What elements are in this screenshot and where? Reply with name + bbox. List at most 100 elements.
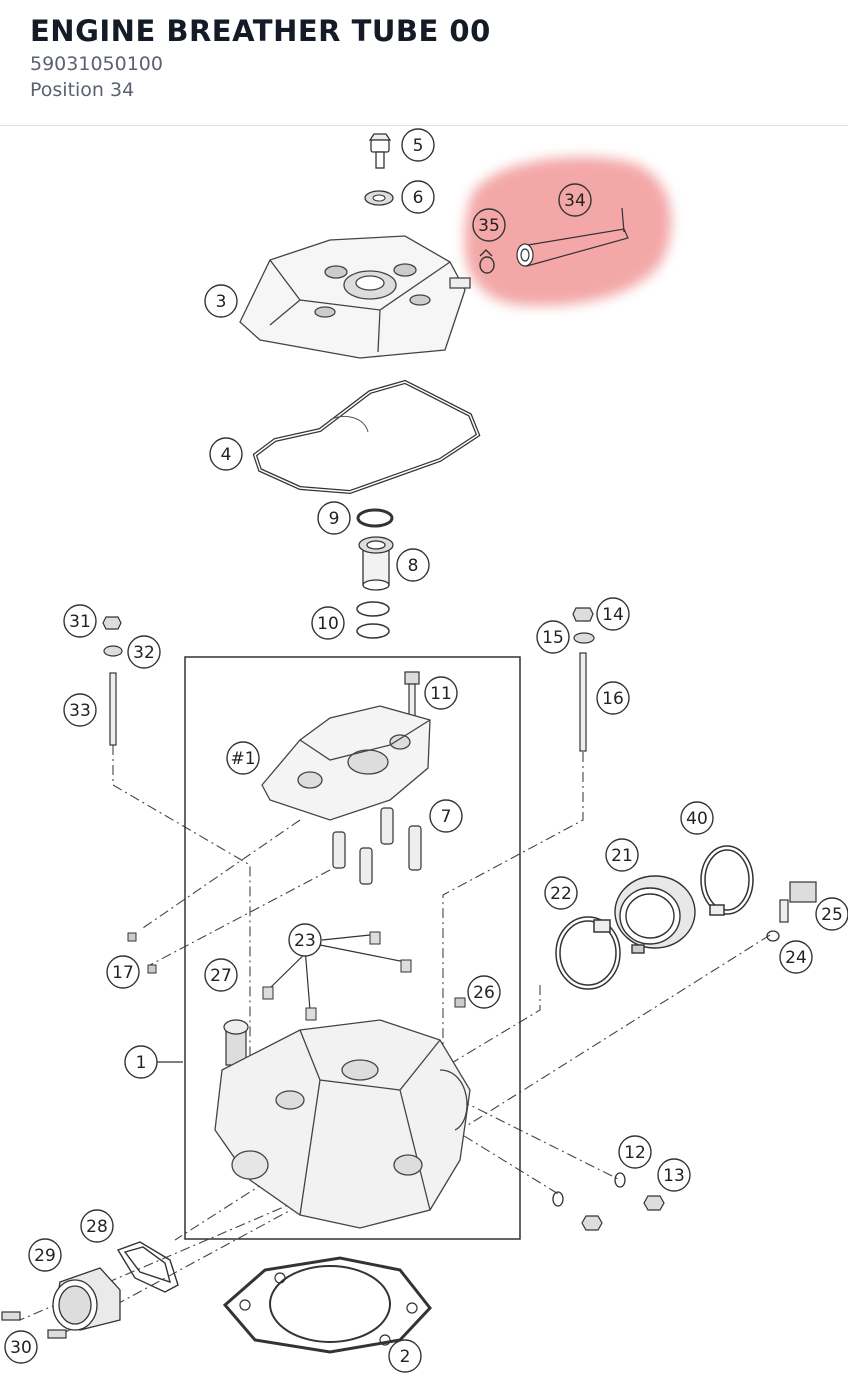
svg-text:32: 32: [133, 643, 155, 663]
callout-6: 6: [401, 180, 435, 214]
callout-5: 5: [401, 128, 435, 162]
svg-text:13: 13: [663, 1166, 685, 1186]
svg-text:3: 3: [216, 292, 227, 312]
svg-text:21: 21: [611, 846, 633, 866]
svg-text:17: 17: [112, 963, 134, 983]
breather-tube-34: [516, 207, 629, 267]
svg-text:35: 35: [478, 216, 500, 236]
svg-text:2: 2: [400, 1347, 411, 1367]
svg-text:40: 40: [686, 809, 708, 829]
callout-14: 14: [596, 597, 630, 631]
cylinder-head-group-frame: [184, 656, 521, 1240]
page-title: ENGINE BREATHER TUBE 00: [30, 14, 491, 48]
svg-text:5: 5: [413, 136, 424, 156]
intake-manifold-29: [52, 1267, 121, 1331]
callout-15: 15: [536, 620, 570, 654]
plug-lower: [581, 1215, 603, 1231]
position-label: Position 34: [30, 79, 135, 101]
callout-31: 31: [63, 604, 97, 638]
gasket-28: [116, 1241, 179, 1293]
callout-2: 2: [388, 1339, 422, 1373]
svg-text:11: 11: [430, 684, 452, 704]
camshaft-carrier: [261, 705, 431, 821]
svg-text:1: 1: [136, 1053, 147, 1073]
svg-text:8: 8: [408, 556, 419, 576]
plug-13: [643, 1195, 665, 1211]
callout-32: 32: [127, 635, 161, 669]
svg-text:28: 28: [86, 1217, 108, 1237]
seal-ring-12: [614, 1172, 626, 1188]
callout-3: 3: [204, 284, 238, 318]
svg-text:22: 22: [550, 884, 572, 904]
svg-text:31: 31: [69, 612, 91, 632]
highlight-region: [464, 156, 672, 306]
callout-22: 22: [544, 876, 578, 910]
callout-33: 33: [63, 693, 97, 727]
callout-10: 10: [311, 606, 345, 640]
callout-24: 24: [779, 940, 813, 974]
callout-25: 25: [815, 897, 848, 931]
svg-text:10: 10: [317, 614, 339, 634]
svg-text:30: 30: [10, 1338, 32, 1358]
seal-ring-9: [356, 508, 394, 528]
stud-16: [579, 652, 587, 752]
svg-text:29: 29: [34, 1246, 56, 1266]
part-number: 59031050100: [30, 53, 163, 75]
svg-text:12: 12: [624, 1143, 646, 1163]
intake-flange-21: [614, 875, 696, 954]
washer-15: [573, 632, 595, 644]
nut-31: [102, 616, 122, 630]
callout-17: 17: [106, 955, 140, 989]
svg-text:24: 24: [785, 948, 807, 968]
o-ring-10b: [356, 623, 390, 639]
callout-12: 12: [618, 1135, 652, 1169]
callout-28: 28: [80, 1209, 114, 1243]
callout-7: 7: [429, 799, 463, 833]
svg-text:16: 16: [602, 689, 624, 709]
screw-26: [454, 997, 466, 1008]
head-gasket-2: [222, 1256, 432, 1354]
callout-11: 11: [424, 676, 458, 710]
page-header: ENGINE BREATHER TUBE 00 59031050100 Posi…: [0, 0, 848, 126]
stud-33: [109, 672, 117, 746]
callout-9: 9: [317, 501, 351, 535]
sensor-27: [223, 1019, 249, 1066]
bolt-5: [368, 133, 392, 169]
callout-34: 34: [558, 183, 592, 217]
callout-21: 21: [605, 838, 639, 872]
svg-text:34: 34: [564, 191, 586, 211]
seal-ring-lower: [552, 1191, 564, 1207]
svg-text:23: 23: [294, 931, 316, 951]
callout-4: 4: [209, 437, 243, 471]
svg-text:15: 15: [542, 628, 564, 648]
sensor-25: [779, 881, 817, 923]
callout-40: 40: [680, 801, 714, 835]
screw-17b: [147, 964, 157, 974]
valve-cover-3: [239, 235, 471, 359]
hose-clip-35: [479, 249, 495, 274]
callout-hash-1: #1: [226, 741, 260, 775]
callout-16: 16: [596, 681, 630, 715]
nut-14: [572, 607, 594, 622]
diagram-svg: 56334354981031323314151611#1740212225241…: [1, 128, 848, 1373]
o-ring-24: [766, 930, 780, 942]
leader-lines: [19, 745, 771, 1336]
callout-35: 35: [472, 208, 506, 242]
bolts-30: [1, 1311, 67, 1339]
callout-8: 8: [396, 548, 430, 582]
callout-29: 29: [28, 1238, 62, 1272]
spark-plug-sleeve-8: [358, 536, 394, 591]
callout-1: 1: [124, 1045, 158, 1079]
svg-text:7: 7: [441, 807, 452, 827]
svg-text:27: 27: [210, 966, 232, 986]
hose-clamp-22: [555, 916, 621, 990]
svg-text:9: 9: [329, 509, 340, 529]
cylinder-head-1: [214, 1019, 471, 1229]
svg-text:4: 4: [221, 445, 232, 465]
o-ring-10a: [356, 601, 390, 617]
svg-text:14: 14: [602, 605, 624, 625]
callout-27: 27: [204, 958, 238, 992]
gasket-4: [252, 379, 481, 495]
svg-text:26: 26: [473, 983, 495, 1003]
